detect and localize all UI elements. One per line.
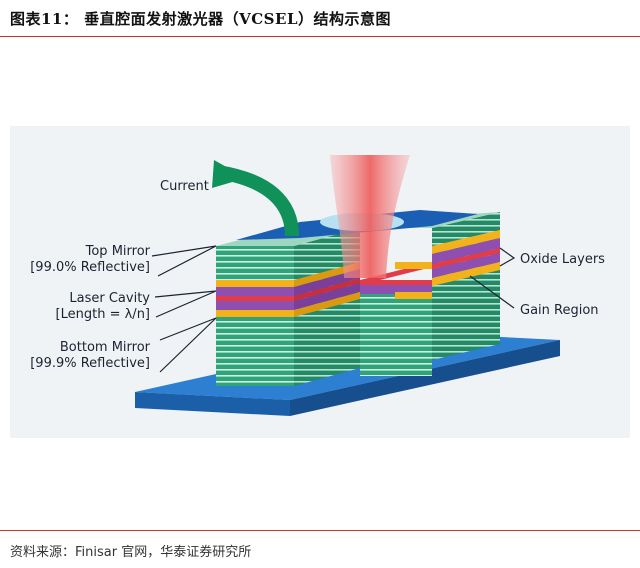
source-rule: [0, 530, 640, 531]
bottom-mirror-label: Bottom Mirror: [60, 340, 151, 355]
gain-region-label: Gain Region: [520, 303, 599, 318]
oxide-layers-label: Oxide Layers: [520, 252, 605, 267]
bottom-mirror-sub: [99.9% Reflective]: [30, 356, 150, 371]
title-rule: [0, 36, 640, 37]
substrate-front: [135, 392, 290, 416]
gain-pointer: [469, 275, 515, 309]
laser-cavity-sub: [Length = λ/n]: [56, 307, 150, 322]
laser-beam: [330, 155, 410, 278]
oxide-bracket: [499, 247, 516, 267]
substrate-side: [290, 340, 560, 416]
top-mirror-bracket: [151, 245, 217, 277]
current-label: Current: [160, 179, 209, 194]
cavity-bracket: [154, 290, 217, 318]
right-block: [395, 212, 500, 360]
center-cavity: [360, 262, 432, 376]
top-mirror-sub: [99.0% Reflective]: [30, 260, 150, 275]
top-mirror-label: Top Mirror: [85, 244, 151, 259]
laser-cavity-label: Laser Cavity: [69, 291, 150, 306]
source-note: 资料来源：Finisar 官网，华泰证券研究所: [10, 545, 252, 560]
left-block: [216, 228, 360, 386]
figure-title: 图表11： 垂直腔面发射激光器（VCSEL）结构示意图: [10, 10, 391, 28]
bottom-mirror-bracket: [159, 317, 217, 373]
